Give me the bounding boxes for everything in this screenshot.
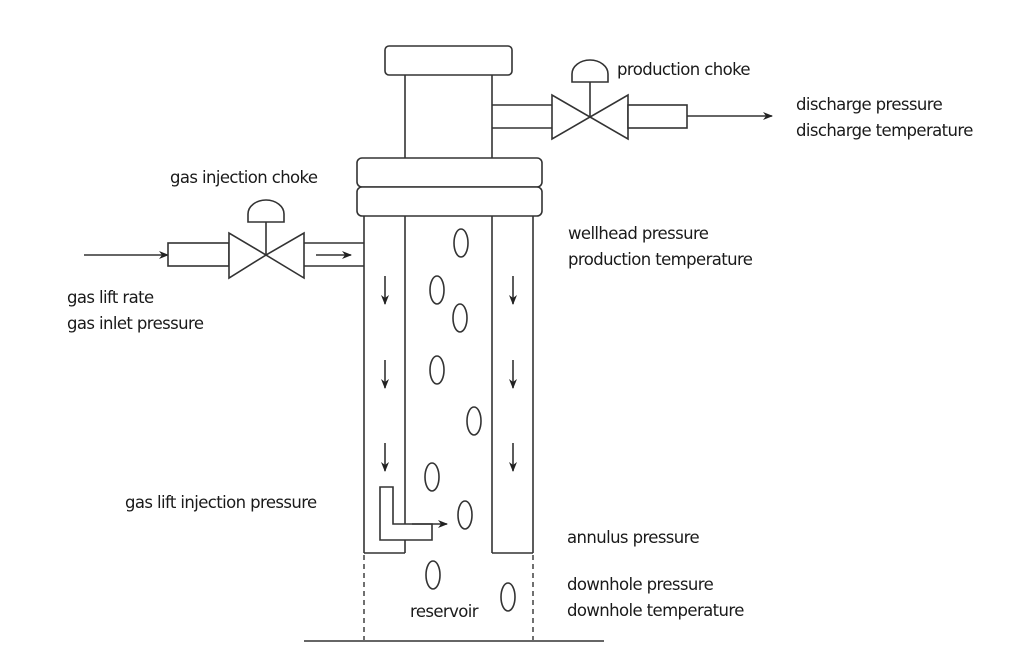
wellhead-cap — [384, 45, 513, 76]
casing-flange-upper — [356, 157, 543, 188]
production-choke-valve — [551, 59, 629, 141]
gas-bubbles — [424, 228, 516, 612]
production-choke-label: production choke — [617, 60, 750, 79]
downhole-pressure-label: downhole pressure — [567, 575, 714, 594]
downhole-temperature-label: downhole temperature — [567, 601, 744, 620]
gas-bubble-icon — [500, 582, 516, 612]
gas-inlet-pipe — [167, 242, 230, 267]
discharge-pipe — [627, 104, 688, 129]
gas-lift-injection-pressure-label: gas lift injection pressure — [125, 493, 317, 512]
gas-injection-choke-actuator-icon — [247, 199, 285, 223]
gas-bubble-icon — [429, 355, 445, 385]
gas-lift-valve — [379, 486, 433, 541]
gas-bubble-icon — [425, 560, 441, 590]
gas-injection-choke-valve — [228, 199, 305, 280]
reservoir-label: reservoir — [410, 602, 479, 621]
gas-inlet-pressure-label: gas inlet pressure — [67, 314, 204, 333]
casing-flange-lower — [356, 186, 543, 217]
gas-lift-rate-label: gas lift rate — [67, 288, 154, 307]
gas-bubble-icon — [453, 228, 469, 258]
gas-bubble-icon — [466, 406, 482, 436]
annulus-pressure-label: annulus pressure — [567, 528, 699, 547]
gas-bubble-icon — [457, 500, 473, 530]
gas-bubble-icon — [452, 303, 468, 333]
production-choke-actuator-icon — [571, 59, 609, 83]
gas-injection-choke-label: gas injection choke — [170, 168, 318, 187]
production-temperature-label: production temperature — [568, 250, 753, 269]
gas-bubble-icon — [429, 275, 445, 305]
wellhead-pressure-label: wellhead pressure — [568, 224, 709, 243]
discharge-temperature-label: discharge temperature — [796, 121, 973, 140]
gas-bubble-icon — [424, 462, 440, 492]
discharge-pressure-label: discharge pressure — [796, 95, 943, 114]
